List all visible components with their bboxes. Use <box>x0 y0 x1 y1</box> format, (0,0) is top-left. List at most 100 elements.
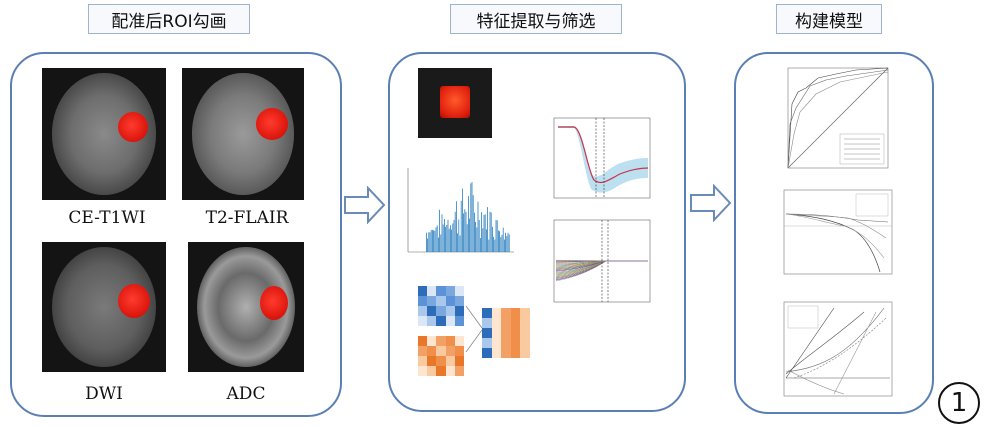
adc-label: ADC <box>226 384 266 404</box>
roi-patch <box>418 68 492 138</box>
feature-bar <box>441 214 443 252</box>
roi-lesion <box>118 112 148 142</box>
feature-bar <box>464 209 466 252</box>
feature-bar <box>494 239 496 252</box>
feature-bar <box>426 232 427 252</box>
heatmap-cell <box>501 318 511 328</box>
heatmap-cell <box>501 328 511 338</box>
feature-bar <box>506 236 508 252</box>
roi-lesion <box>256 108 288 140</box>
heatmap-cell <box>501 338 511 348</box>
feature-bar <box>505 232 506 252</box>
lasso-cv-plot <box>553 117 651 199</box>
feature-bar <box>495 220 497 252</box>
heatmap-cell <box>427 366 437 376</box>
feature-bar <box>487 207 488 252</box>
feature-bar <box>465 211 467 252</box>
heatmap-cell <box>436 316 446 326</box>
heatmap-cell <box>445 306 455 316</box>
heatmap-cell <box>491 328 502 338</box>
feature-bar <box>502 227 504 252</box>
feature-bar <box>427 238 428 252</box>
feature-bar <box>448 228 450 252</box>
heatmap-cell <box>427 286 437 296</box>
heatmap-cell <box>520 348 530 358</box>
feature-bar <box>462 188 463 252</box>
heatmap-cell <box>445 336 455 346</box>
feature-bar <box>476 227 478 252</box>
heatmap-cell <box>427 346 437 356</box>
heatmap-cell <box>445 346 455 356</box>
heatmap-cell <box>445 356 455 366</box>
feature-bar <box>481 212 482 252</box>
feature-bar <box>484 214 486 252</box>
feature-bar <box>466 224 468 252</box>
heatmap-cell <box>510 328 521 338</box>
feature-bar <box>504 239 505 252</box>
orange-heatmap <box>418 336 464 376</box>
heatmap-cell <box>482 348 492 358</box>
feature-bar <box>432 229 433 252</box>
feature-bar <box>498 230 499 252</box>
feature-bar <box>453 219 455 252</box>
heatmap-cell <box>445 366 455 376</box>
heatmap-cell <box>520 318 530 328</box>
heatmap-cell <box>454 366 464 376</box>
feature-bar <box>483 214 485 252</box>
feature-bar <box>439 209 440 252</box>
heatmap-cell <box>436 286 446 296</box>
feature-bar <box>457 233 458 252</box>
feature-bar <box>469 218 470 252</box>
heatmap-cell <box>427 306 437 316</box>
heatmap-cell <box>482 328 492 338</box>
heatmap-cell <box>418 286 428 296</box>
feature-bar <box>451 229 452 252</box>
heatmap-cell <box>482 308 492 318</box>
roc-curve-plot <box>787 67 889 169</box>
feature-bar <box>471 182 473 252</box>
heatmap-cell <box>501 348 511 358</box>
feature-bar <box>501 234 503 252</box>
t2-flair-image <box>182 68 304 200</box>
feature-bar <box>492 226 493 252</box>
feature-bar <box>435 227 437 252</box>
feature-bar <box>475 221 476 252</box>
merge-connector <box>465 305 483 353</box>
model-panel <box>734 52 934 414</box>
heatmap-cell <box>418 316 428 326</box>
heatmap-cell <box>427 356 437 366</box>
feature-bar <box>444 219 445 252</box>
heatmap-cell <box>418 336 428 346</box>
heatmap-cell <box>491 338 502 348</box>
feature-bar <box>474 212 475 252</box>
heatmap-cell <box>491 308 502 318</box>
heatmap-cell <box>445 296 455 306</box>
feature-bar <box>454 211 456 252</box>
heatmap-cell <box>436 336 446 346</box>
heatmap-cell <box>436 356 446 366</box>
blue-heatmap <box>418 286 464 326</box>
coefficient-path <box>555 260 648 282</box>
heatmap-cell <box>454 286 464 296</box>
feature-bar <box>428 232 430 252</box>
feature-panel <box>388 52 686 412</box>
step2-title: 特征提取与筛选 <box>450 4 622 34</box>
feature-bar <box>438 237 439 252</box>
heatmap-cell <box>510 318 521 328</box>
roi-panel: CE-T1WI T2-FLAIR DWI ADC <box>10 52 342 417</box>
feature-bar <box>482 228 484 252</box>
feature-bar <box>477 201 479 252</box>
feature-bar <box>486 229 487 252</box>
feature-bar <box>493 236 494 252</box>
heatmap-cell <box>436 306 446 316</box>
feature-bar <box>436 225 438 252</box>
adc-image <box>188 242 304 372</box>
heatmap-cell <box>520 328 530 338</box>
heatmap-cell <box>436 366 446 376</box>
ce-t1wi-image <box>42 68 166 200</box>
heatmap-cell <box>427 316 437 326</box>
roi-lesion <box>118 284 150 318</box>
merged-heatmap <box>482 308 530 358</box>
step1-title: 配准后ROI勾画 <box>88 4 250 34</box>
calibration-curve-plot <box>783 189 893 275</box>
